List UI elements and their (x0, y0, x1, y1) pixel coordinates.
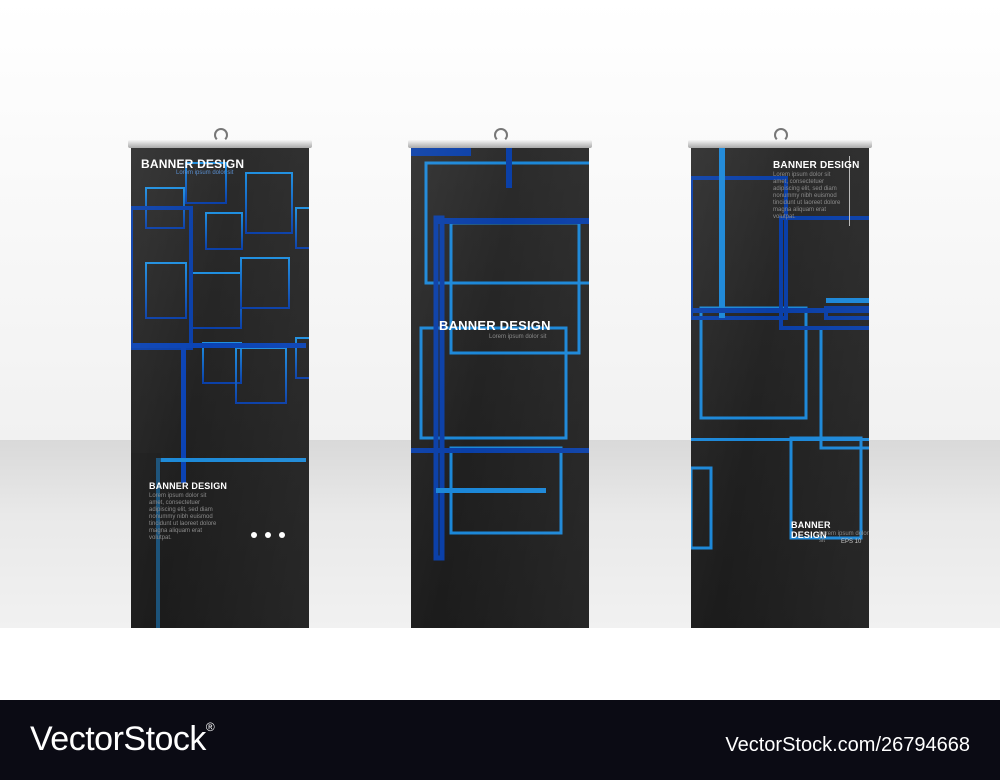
banner-bottom-subtitle: Lorem ipsum dolor sit (819, 531, 869, 544)
rollup-banner-2: BANNER DESIGN Lorem ipsum dolor sit (408, 128, 592, 628)
hanger-hook (494, 128, 508, 142)
square-pattern (411, 148, 589, 561)
rollup-banner-3: BANNER DESIGN Lorem ipsum dolor sit amet… (688, 128, 872, 628)
display-scene: BANNER DESIGN Lorem ipsum dolor sit BANN… (0, 0, 1000, 628)
watermark-footer: VectorStock® VectorStock.com/26794668 (0, 700, 1000, 780)
dot (251, 532, 257, 538)
banner-title: BANNER DESIGN (773, 160, 860, 171)
banner-panel: BANNER DESIGN Lorem ipsum dolor sit amet… (691, 148, 869, 628)
banner-bottom-title: BANNER DESIGN (791, 520, 831, 540)
hanger-hook (214, 128, 228, 142)
eps-label: EPS 10 (841, 539, 862, 545)
square-pattern (691, 148, 869, 550)
banner-body-text: Lorem ipsum dolor sit amet, consectetuer… (773, 172, 841, 220)
square-pattern (131, 162, 309, 628)
banner-subtitle: Lorem ipsum dolor sit (176, 170, 234, 176)
banner-bottom-title: BANNER DESIGN (149, 481, 228, 491)
dot (265, 532, 271, 538)
banner-title: BANNER DESIGN (141, 157, 245, 171)
rollup-banner-1: BANNER DESIGN Lorem ipsum dolor sit BANN… (128, 128, 312, 628)
hanger-hook (774, 128, 788, 142)
pagination-dots (251, 532, 285, 538)
banner-title: BANNER DESIGN (439, 318, 551, 333)
banner-top-rail (128, 140, 312, 148)
divider-line (849, 156, 850, 226)
banner-subtitle: Lorem ipsum dolor sit (489, 334, 547, 340)
banner-panel: BANNER DESIGN Lorem ipsum dolor sit (411, 148, 589, 628)
banner-top-rail (408, 140, 592, 148)
dot (279, 532, 285, 538)
image-id-label: VectorStock.com/26794668 (725, 734, 970, 756)
vectorstock-logo: VectorStock® (30, 720, 215, 758)
banner-panel: BANNER DESIGN Lorem ipsum dolor sit BANN… (131, 148, 309, 628)
banner-body-text: Lorem ipsum dolor sit amet, consectetuer… (149, 493, 217, 541)
banner-top-rail (688, 140, 872, 148)
